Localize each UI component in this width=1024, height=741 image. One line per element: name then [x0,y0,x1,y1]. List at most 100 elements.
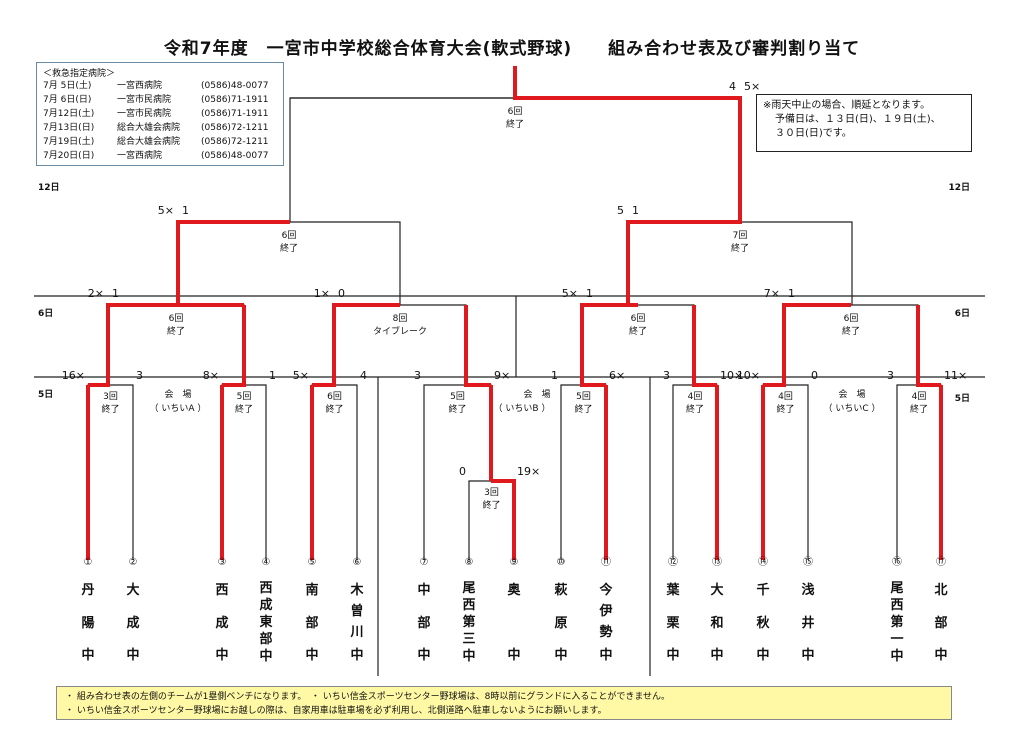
school-name: 大成中 [123,580,143,666]
inning-note: 3回 [103,391,118,402]
school-char: 曽 [350,604,364,619]
team-number: ⑥ [353,557,362,568]
school-char: 成 [259,598,273,613]
score-right: 19× [517,465,540,478]
inning-note: 3回 [484,487,499,498]
school-char: 萩 [554,583,568,598]
school-name: 丹陽中 [78,580,98,666]
school-char: 中 [890,649,904,664]
score-right: 0 [811,369,818,382]
winner-link [88,305,110,387]
day-label-12: 12日 [948,182,970,193]
school-char: 千 [756,583,770,598]
inning-result: 終了 [482,499,500,511]
school-char: 中 [666,648,680,663]
school-char: 勢 [599,625,613,640]
venue-name-a: （ いちいA ） [150,403,207,414]
inning-note: 6回 [327,391,342,402]
inning-note: 6回 [844,313,859,324]
hospital-heading: ＜救急指定病院＞ [43,69,116,79]
bottom-note: ・ 組み合わせ表の左側のチームが1塁側ベンチになります。 ・ いちい信金スポーツ… [56,686,952,720]
school-char: 中 [507,648,521,663]
school-char: 中 [801,648,815,663]
team-number: ⑩ [557,557,566,568]
school-char: 秋 [756,615,770,631]
hospital-date: 7月20日(日) [43,151,95,161]
hospital-phone: (0586)71-1911 [201,95,269,105]
venue-name-c: （ いちいC ） [823,403,880,414]
inning-note: 8回 [393,313,408,324]
venue-label-a: 会 場 [164,388,191,400]
school-char: 中 [462,649,476,664]
team-number: ① [84,557,93,568]
school-char: 西 [215,583,229,598]
school-char: 西 [259,581,273,596]
score-right: 1 [632,204,639,217]
winner-link [692,305,717,387]
school-char: 北 [934,583,948,598]
inning-result: 終了 [629,325,647,337]
school-char: 第 [462,615,476,630]
venue-name-b: （ いちいB ） [494,403,551,414]
score-right: 9× [494,369,510,382]
hospital-date: 7月12日(土) [43,109,95,119]
inning-result: 終了 [842,325,860,337]
school-char: 成 [215,615,229,631]
inning-result: 終了 [101,403,119,415]
school-char: 大 [710,583,724,598]
school-char: 原 [554,615,568,631]
school-char: 木 [350,583,364,598]
school-char: 中 [305,648,319,663]
school-char: 西 [462,598,476,613]
winner-link [763,305,786,387]
school-name: 木曽川中 [347,580,367,666]
school-char: 和 [710,615,724,631]
hospital-phone: (0586)48-0077 [201,81,269,91]
score-right: 1 [269,369,276,382]
school-char: 部 [934,615,948,631]
inning-note: 6回 [508,106,523,117]
winner-link [491,479,516,560]
inning-note: 5回 [576,391,591,402]
school-char: 伊 [599,604,613,619]
rain-note-line3: ３０日(日)です。 [775,128,852,139]
school-name: 西成東部中 [256,580,276,666]
score-left: 5× [158,204,174,217]
inning-result: 終了 [235,403,253,415]
inning-note: 5回 [450,391,465,402]
winner-link [916,305,941,387]
winner-line-final [515,96,742,222]
school-char: 東 [259,615,273,630]
inning-result: 終了 [731,242,749,254]
team-number: ③ [218,557,227,568]
inning-result: 終了 [776,403,794,415]
hospital-date: 7月13日(日) [43,123,95,133]
score-right: 0 [338,287,345,300]
inning-note: 4回 [778,391,793,402]
winner-line-r2b [332,303,400,385]
team-number: ⑧ [465,557,474,568]
team-number: ⑮ [803,556,813,568]
score-left: 7× [764,287,780,300]
school-char: 西 [890,598,904,613]
day-label-12: 12日 [38,182,60,193]
score-right: 4 [360,369,367,382]
school-char: 大 [126,583,140,598]
score-left: 3 [887,369,894,382]
school-char: 栗 [666,615,680,631]
school-char: 部 [305,615,319,631]
team-number: ⑭ [758,556,768,568]
hospital-row: 7月12日(土)一宮市民病院(0586)71-1911 [43,107,277,121]
rain-note-line2: 予備日は、１３日(日)、１９日(土)、 [775,114,941,125]
hospital-name: 総合大雄会病院 [117,137,181,147]
hospital-name: 総合大雄会病院 [117,123,181,133]
hospital-phone: (0586)48-0077 [201,151,269,161]
school-char: 中 [756,648,770,663]
school-name: 北部中 [931,580,951,666]
venue-label-b: 会 場 [523,388,550,400]
school-char: 中 [259,649,273,664]
day-label-5: 5日 [955,393,970,404]
hospital-date: 7月19日(土) [43,137,95,147]
inning-note: 7回 [733,230,748,241]
